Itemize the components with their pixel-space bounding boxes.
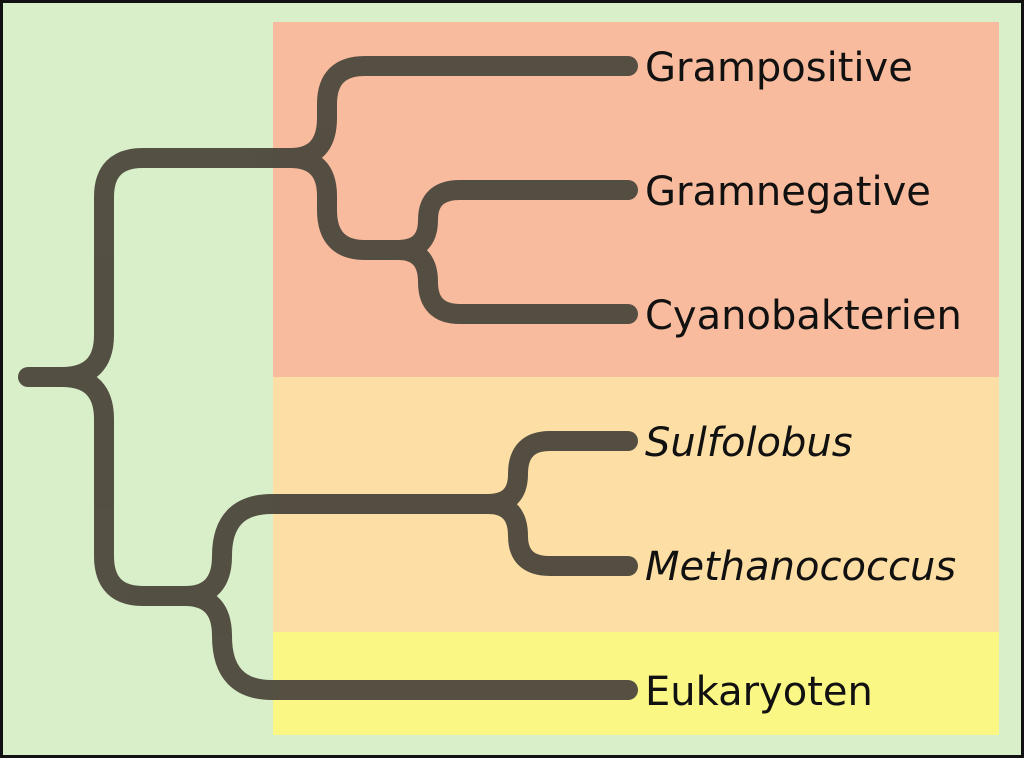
leaf-label-cyanobakterien: Cyanobakterien (645, 293, 962, 339)
eukaryoten-branch (175, 586, 638, 700)
gram-cyano-stem (280, 148, 408, 260)
methanococcus-branch (478, 494, 638, 576)
leaf-label-methanococcus: Methanococcus (645, 544, 956, 590)
leaf-label-gramnegative: Gramnegative (645, 169, 931, 215)
leaf-label-grampositive: Grampositive (645, 45, 913, 91)
root-lower-branch (52, 367, 195, 606)
leaf-label-sulfolobus: Sulfolobus (645, 420, 853, 466)
leaf-label-eukaryoten: Eukaryoten (645, 669, 873, 715)
cyanobakterien-branch (388, 240, 638, 324)
